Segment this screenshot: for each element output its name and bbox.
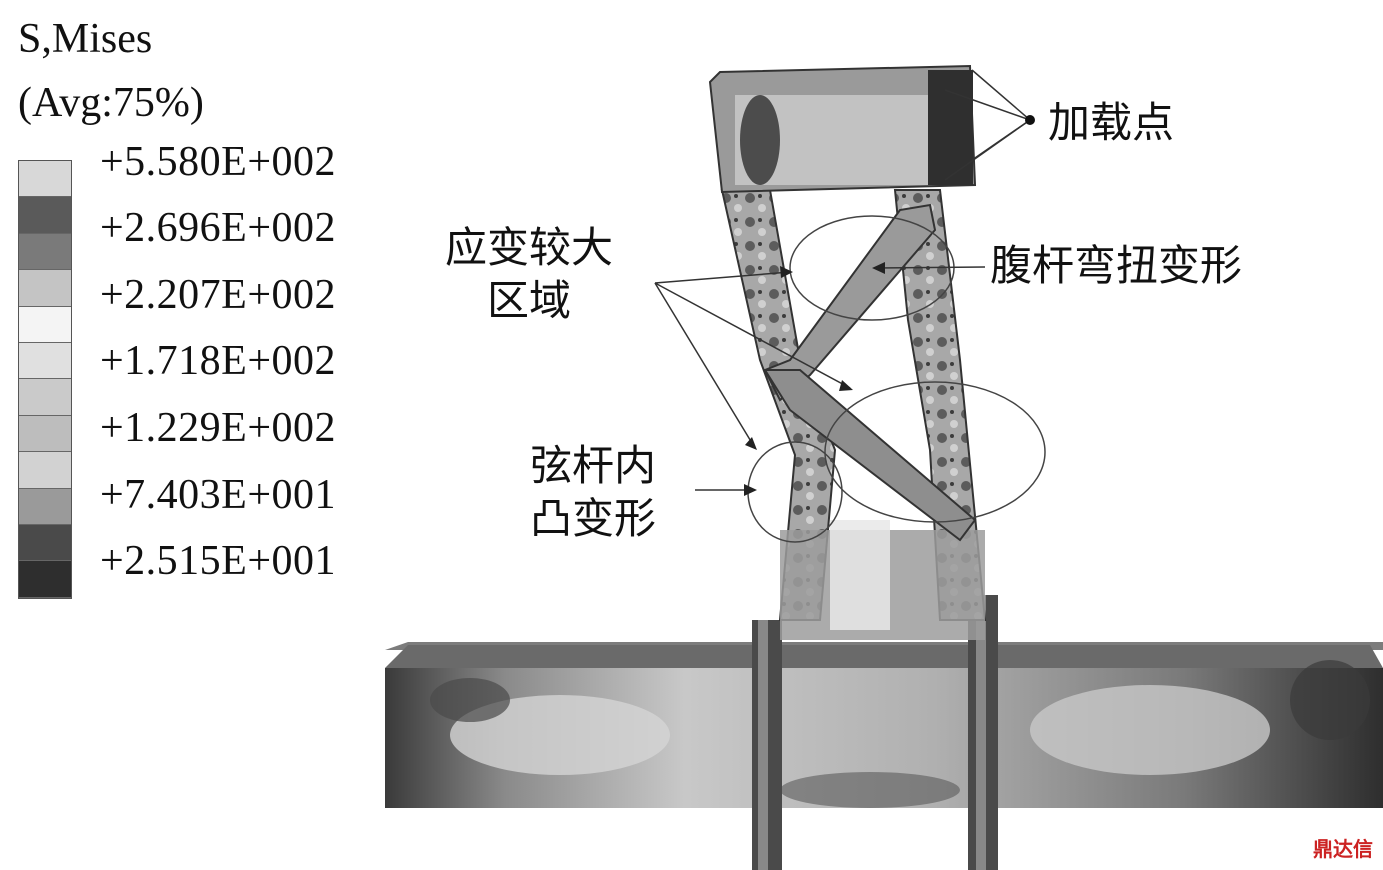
- legend-label: +2.696E+002: [100, 205, 337, 251]
- legend-band: [19, 488, 71, 526]
- legend-band: [19, 343, 71, 380]
- legend-band: [19, 233, 71, 271]
- loading-point-marker: [1025, 115, 1035, 125]
- legend-band: [19, 197, 71, 234]
- chord-label-line2: 凸变形: [530, 493, 657, 543]
- legend-label: +7.403E+001: [100, 472, 337, 518]
- legend-label: +1.229E+002: [100, 405, 337, 451]
- large-strain-region-outline: [824, 381, 1046, 523]
- legend-band: [19, 415, 71, 453]
- large-strain-label: 应变较大 区域: [445, 222, 613, 327]
- legend-band: [19, 561, 71, 598]
- legend-title: S,Mises: [18, 16, 153, 62]
- large-strain-label-line1: 应变较大: [445, 223, 614, 272]
- web-member-label: 腹杆弯扭变形: [990, 241, 1243, 290]
- chord-label-line1: 弦杆内: [530, 441, 657, 490]
- loading-point-label: 加载点: [1048, 98, 1175, 147]
- legend-label: +2.207E+002: [100, 272, 337, 318]
- gusset-plates: [752, 595, 998, 870]
- large-strain-label-line2: 区域: [487, 275, 572, 325]
- legend-band: [19, 161, 71, 198]
- legend-label: +1.718E+002: [100, 338, 337, 384]
- legend-band: [19, 379, 71, 416]
- legend-band: [19, 525, 71, 562]
- legend-label: +5.580E+002: [100, 139, 337, 185]
- truss-frame: [720, 189, 987, 640]
- top-loading-block: [708, 64, 977, 194]
- legend-label: +2.515E+001: [100, 538, 337, 584]
- watermark-logo: 鼎达信: [1313, 837, 1373, 861]
- arrowheads: [744, 262, 885, 496]
- bottom-beam: [385, 642, 1383, 808]
- legend-band: [19, 270, 71, 307]
- chord-label: 弦杆内 凸变形: [530, 440, 656, 545]
- legend-band: [19, 452, 71, 489]
- legend-color-bar: [18, 160, 72, 599]
- legend-band: [19, 306, 71, 344]
- legend-subtitle: (Avg:75%): [18, 80, 204, 126]
